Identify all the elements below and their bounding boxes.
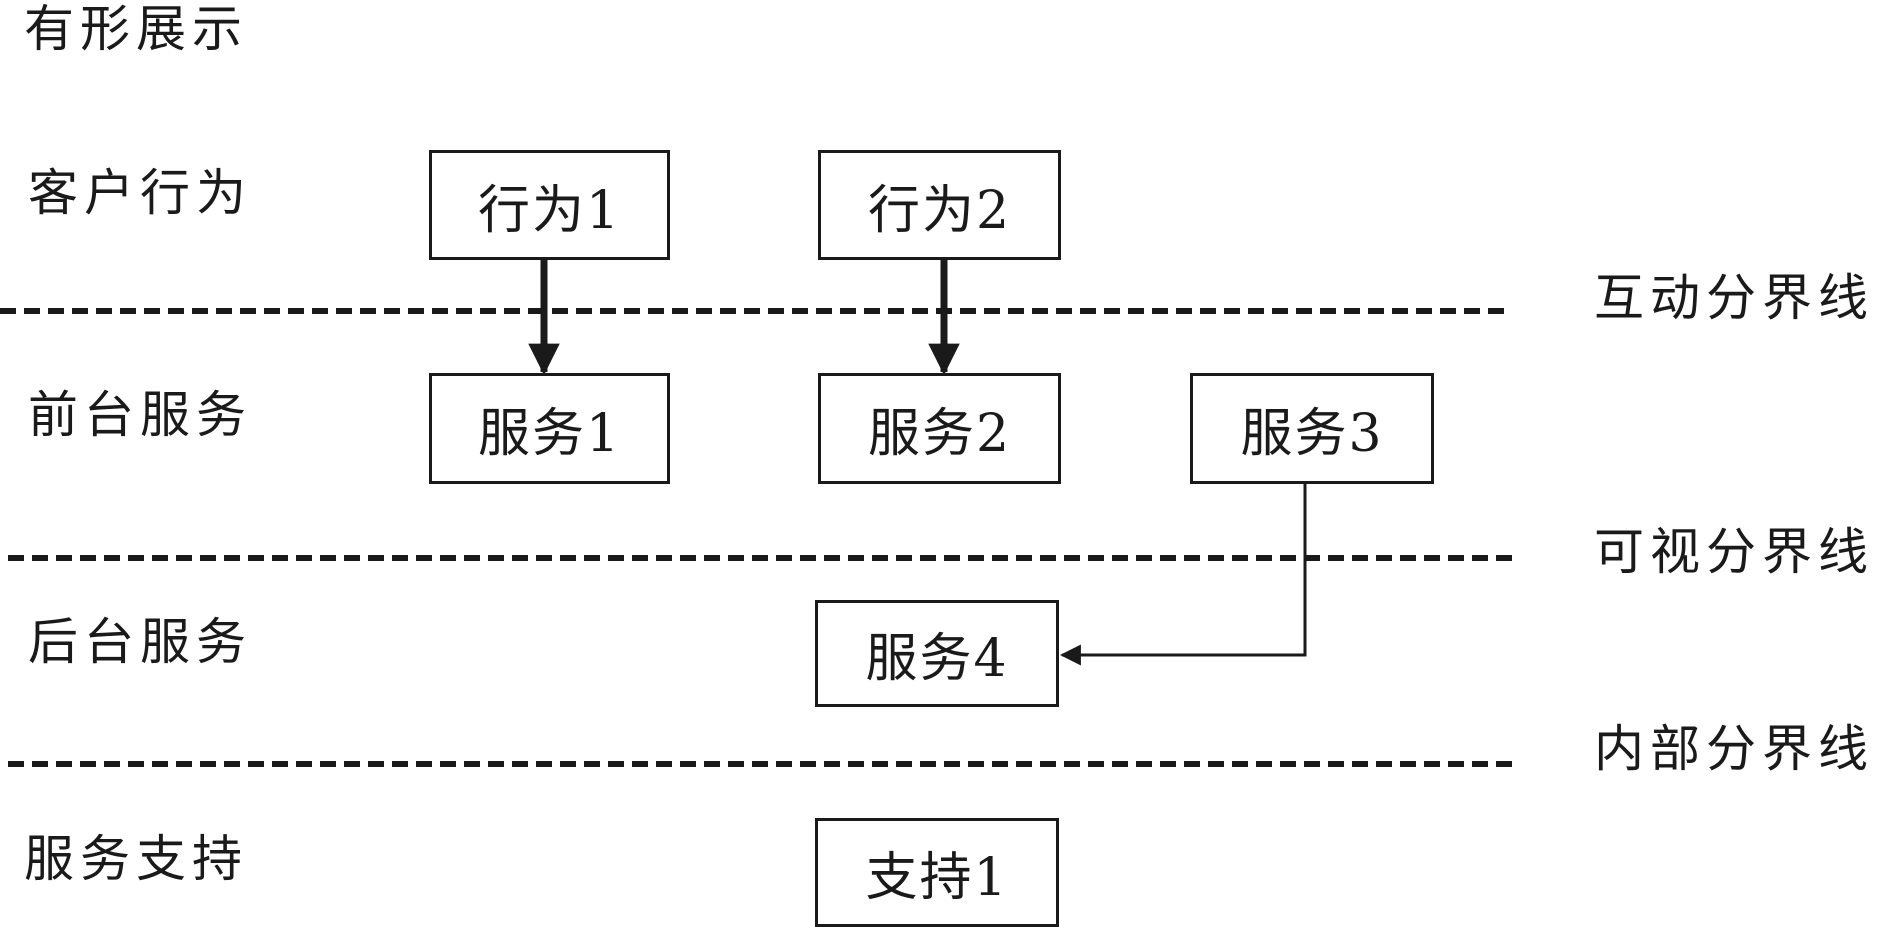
box-service3: 服务3	[1190, 373, 1434, 484]
line-label-interaction: 互动分界线	[1594, 269, 1874, 327]
box-support1: 支持1	[815, 818, 1059, 927]
line-label-visibility: 可视分界线	[1594, 523, 1874, 581]
box-service4: 服务4	[815, 600, 1059, 707]
box-action2: 行为2	[818, 150, 1061, 260]
row-label-front: 前台服务	[28, 386, 252, 444]
row-label-support: 服务支持	[24, 830, 248, 888]
row-label-customer: 客户行为	[28, 164, 252, 222]
row-label-back: 后台服务	[28, 613, 252, 671]
box-action1: 行为1	[429, 150, 670, 260]
box-service2: 服务2	[818, 373, 1061, 484]
row-label-tangible: 有形展示	[24, 0, 248, 58]
line-label-internal: 内部分界线	[1594, 720, 1874, 778]
box-service1: 服务1	[429, 373, 670, 484]
arrow-service3-to-service4	[1059, 483, 1307, 666]
